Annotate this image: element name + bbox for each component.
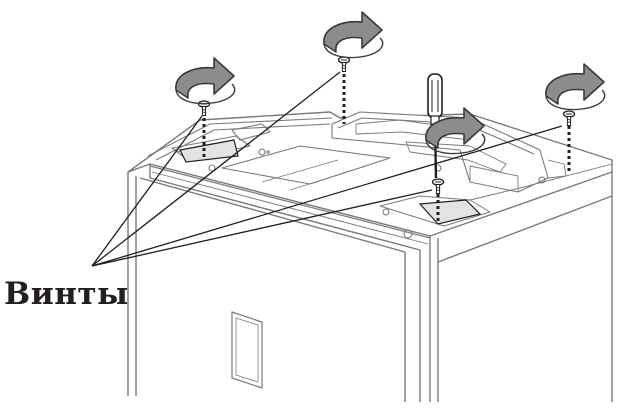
screw-paths: [202, 74, 571, 224]
screws-callout-label: Винты: [4, 276, 129, 312]
callout-leader-lines: [91, 71, 563, 267]
cover-plates: [179, 139, 482, 225]
